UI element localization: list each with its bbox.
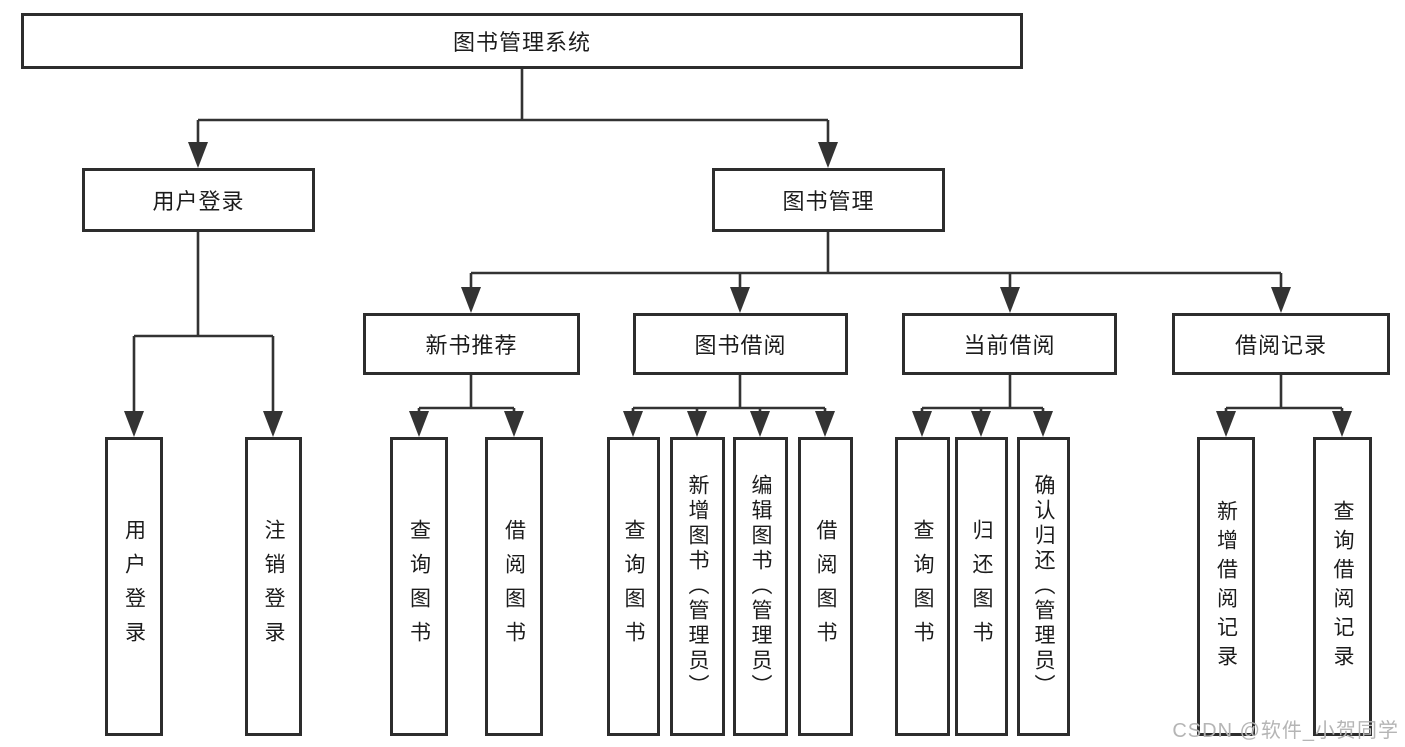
leaf-logout: 注销登录 — [245, 437, 302, 736]
leaf-current-confirm-return-admin-label: 确认归还（管理员） — [1032, 474, 1055, 699]
node-new-book-recommend: 新书推荐 — [363, 313, 580, 375]
leaf-records-add-record-label: 新增借阅记录 — [1214, 499, 1238, 674]
leaf-user-login-label: 用户登录 — [122, 518, 146, 655]
node-book-management: 图书管理 — [712, 168, 945, 232]
node-user-login: 用户登录 — [82, 168, 315, 232]
leaf-borrowing-edit-books-admin: 编辑图书（管理员） — [733, 437, 788, 736]
leaf-user-login: 用户登录 — [105, 437, 163, 736]
leaf-records-query-record-label: 查询借阅记录 — [1331, 499, 1354, 674]
leaf-borrowing-borrow-books: 借阅图书 — [798, 437, 853, 736]
leaf-borrowing-edit-books-admin-label: 编辑图书（管理员） — [749, 474, 772, 699]
leaf-borrowing-borrow-books-label: 借阅图书 — [814, 518, 837, 655]
leaf-newbook-borrow-books-label: 借阅图书 — [502, 518, 526, 655]
leaf-current-return-books: 归还图书 — [955, 437, 1008, 736]
leaf-newbook-query-books-label: 查询图书 — [407, 518, 431, 655]
node-book-borrowing: 图书借阅 — [633, 313, 848, 375]
leaf-borrowing-query-books-label: 查询图书 — [622, 518, 645, 655]
node-root-system: 图书管理系统 — [21, 13, 1023, 69]
leaf-newbook-query-books: 查询图书 — [390, 437, 448, 736]
leaf-records-query-record: 查询借阅记录 — [1313, 437, 1372, 736]
leaf-current-confirm-return-admin: 确认归还（管理员） — [1017, 437, 1070, 736]
leaf-logout-label: 注销登录 — [262, 518, 285, 655]
leaf-borrowing-query-books: 查询图书 — [607, 437, 660, 736]
leaf-newbook-borrow-books: 借阅图书 — [485, 437, 543, 736]
node-current-borrowing: 当前借阅 — [902, 313, 1117, 375]
leaf-borrowing-add-books-admin-label: 新增图书（管理员） — [686, 474, 709, 699]
csdn-watermark: CSDN @软件_小贺同学 — [1172, 720, 1399, 742]
leaf-current-return-books-label: 归还图书 — [970, 518, 993, 655]
leaf-current-query-books: 查询图书 — [895, 437, 950, 736]
leaf-borrowing-add-books-admin: 新增图书（管理员） — [670, 437, 725, 736]
leaf-records-add-record: 新增借阅记录 — [1197, 437, 1255, 736]
leaf-current-query-books-label: 查询图书 — [911, 518, 934, 655]
node-borrowing-records: 借阅记录 — [1172, 313, 1390, 375]
